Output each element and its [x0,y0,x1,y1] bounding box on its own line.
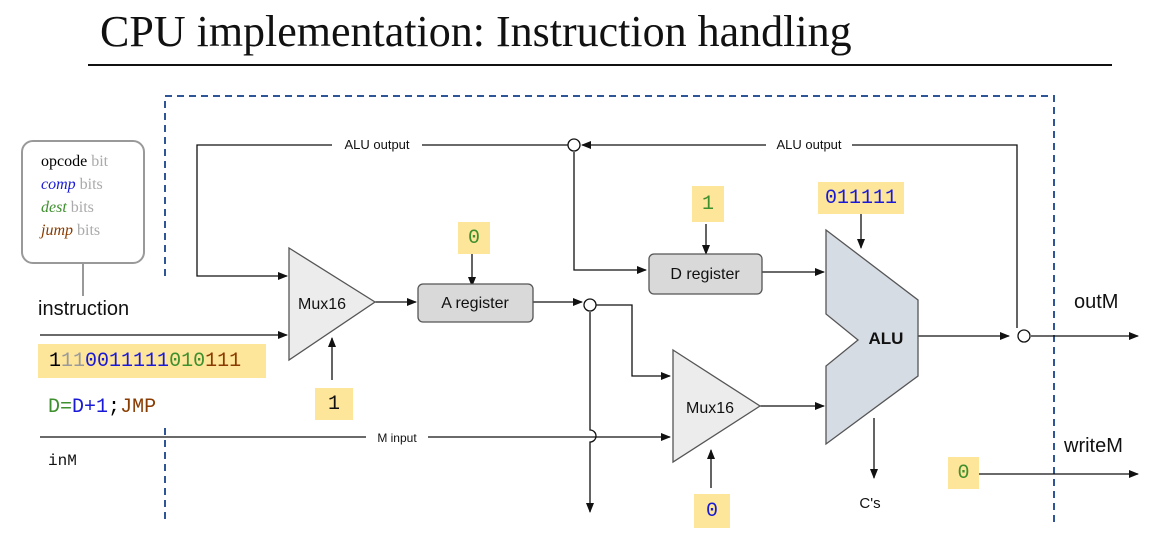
a-register-label: A register [441,295,509,312]
alu [825,228,919,446]
bit-a: 0 [85,349,98,373]
mux-b-label: Mux16 [686,400,734,417]
legend-row-jump: jump bits [41,219,143,242]
wire-to-d-register [573,152,647,274]
bit-dest: 010 [169,349,206,373]
assembly-instruction: D=D+1;JMP [48,396,156,419]
asm-jump: JMP [120,396,157,419]
d-register-label: D register [670,266,740,283]
bit-comp: 011111 [97,349,170,373]
mux-a-select-value: 1 [315,388,353,420]
legend-row-opcode: opcode bit [41,150,143,173]
writeM-value: 0 [948,457,979,489]
alu-output-label-right: ALU output [776,137,841,152]
legend-jump-suffix: bits [73,222,101,239]
mux-b-select-value: 0 [694,494,730,528]
a-load-value: 0 [458,222,490,254]
title-rule [88,64,1112,66]
mux-a [288,246,377,362]
legend-row-dest: dest bits [41,196,143,219]
legend-dest-key: dest [41,199,67,216]
legend-row-comp: comp bits [41,173,143,196]
bit-jump: 111 [205,349,242,373]
mux-a-label: Mux16 [298,296,346,313]
alu-control-value: 011111 [818,182,904,214]
instruction-bits-highlight [38,344,266,378]
wire-a-addressM [586,312,597,513]
wire-alu-feedback-left [196,144,568,280]
cs-label: C's [859,495,880,512]
legend-opcode-suffix: bit [87,153,109,170]
junction-alu-feedback [567,138,581,152]
m-input-label: M input [377,431,417,445]
inM-label: inM [48,452,77,470]
legend-comp-key: comp [41,176,76,193]
legend-comp-suffix: bits [75,176,103,193]
asm-semicolon: ; [108,396,121,419]
alu-output-label-left: ALU output [344,137,409,152]
alu-label: ALU [869,329,904,348]
outM-label: outM [1074,291,1118,313]
legend-opcode-key: opcode [41,153,88,170]
a-register [417,283,534,323]
mux-b [672,348,762,464]
junction-a-register-out [583,298,597,312]
legend-jump-key: jump [41,222,73,239]
instruction-label: instruction [38,298,130,320]
asm-comp: D+1 [72,396,109,419]
bit-legend: opcode bit comp bits dest bits jump bits [21,140,145,264]
wire-alu-feedback-right [581,141,1018,328]
bit-opcode: 1 [49,349,62,373]
asm-dest: D [48,396,61,419]
legend-dest-suffix: bits [66,199,94,216]
wire-a-to-mux-b [596,304,671,380]
d-register [648,253,763,295]
d-load-value: 1 [692,186,724,222]
bit-unused: 11 [61,349,86,373]
cpu-boundary [164,95,1055,524]
writeM-label: writeM [1063,435,1123,457]
junction-alu-out [1017,329,1031,343]
legend-connector [82,264,84,296]
asm-equals: = [60,396,73,419]
slide-title: CPU implementation: Instruction handling [100,7,852,56]
